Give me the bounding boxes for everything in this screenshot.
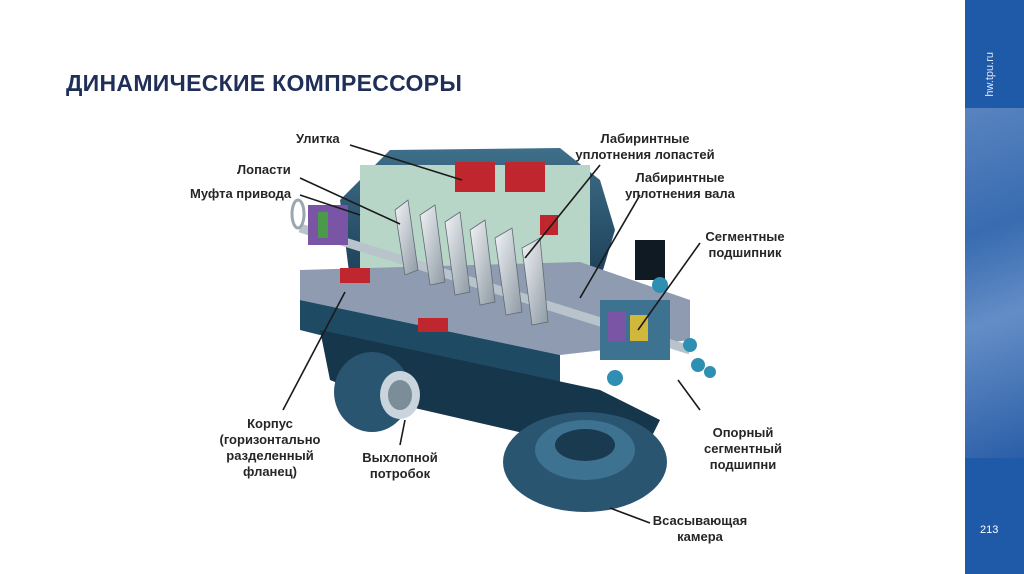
label-volute: Улитка	[296, 131, 340, 146]
page-number: 213	[980, 524, 999, 536]
split-flange	[300, 262, 690, 355]
label-housing: Корпус (горизонтально разделенный фланец…	[219, 416, 321, 479]
volute-red	[455, 162, 495, 192]
label-segment-bearings: Сегментные подшипник	[705, 229, 785, 260]
label-suction-chamber: Всасывающая камера	[652, 513, 748, 544]
label-discharge: Выхлопной потробок	[362, 450, 438, 481]
bearing-housing	[600, 240, 716, 386]
label-labyrinth-shaft: Лабиринтные уплотнения вала	[625, 170, 735, 201]
label-labyrinth-blades: Лабиринтные уплотнения лопастей	[575, 131, 715, 162]
label-support-bearing: Опорный сегментный подшипни	[704, 425, 782, 472]
page-title: ДИНАМИЧЕСКИЕ КОМПРЕССОРЫ	[66, 70, 463, 96]
label-drive-coupling: Муфта привода	[190, 186, 292, 201]
label-blades: Лопасти	[237, 162, 291, 177]
sidebar-band	[965, 0, 1024, 574]
compressor-diagram	[282, 144, 716, 524]
impeller-blades	[394, 199, 549, 326]
drive-coupling	[290, 198, 348, 245]
leader-lines	[282, 144, 701, 524]
site-url: hw.tpu.ru	[984, 52, 996, 97]
sidebar-photo	[965, 108, 1024, 458]
